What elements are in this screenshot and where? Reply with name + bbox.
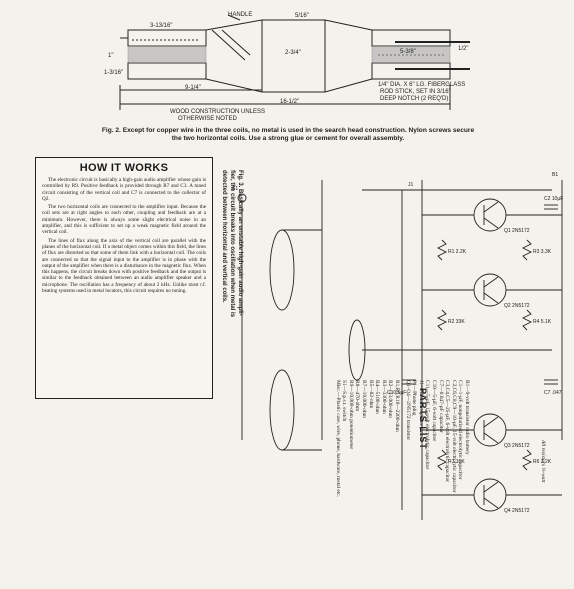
dim-5-16: 5/16" xyxy=(295,13,309,19)
rod-note-3: DEEP NOTCH (2 REQ'D) xyxy=(380,96,448,102)
r7-label: R7 10K xyxy=(448,459,465,465)
q3-label: Q3 2N5172 xyxy=(504,443,530,449)
how-it-works-title: HOW IT WORKS xyxy=(79,162,169,174)
rod-note-2: ROD STICK, SET IN 3/16" xyxy=(380,89,451,95)
part-item: R1,R6,R10—2200-ohm xyxy=(394,380,400,432)
s1-label: S1 xyxy=(232,186,238,192)
schematic-diagram: Q1 2N5172 Q2 2N5172 Q3 2N5172 Q4 2N5172 … xyxy=(232,172,563,520)
rod-note-1: 1/4" DIA. X 6" LG. FIBERGLASS xyxy=(378,82,465,88)
dim-1-2: 1/2" xyxy=(458,46,468,52)
part-item: P1—Phone plug xyxy=(411,380,418,416)
parts-list-items-2: R1,R6,R10—2200-ohm R2—33,000-ohm R3—3300… xyxy=(334,380,400,497)
how-it-works-box: HOW IT WORKS The electronic circuit is b… xyxy=(35,157,213,399)
fig3-caption-line: fier, the circuit breaks into oscillatio… xyxy=(229,170,235,318)
part-item: Misc.—Plastic case, wire, phone, hardwar… xyxy=(334,380,341,498)
dim-16-1-2: 16-1/2" xyxy=(280,99,299,105)
r1-label: R1 2.2K xyxy=(448,249,467,255)
how-it-works-paragraph: The lines of flux along the axis of the … xyxy=(42,237,206,295)
r6-label: R6 2.2K xyxy=(533,459,552,465)
fig3-caption-line: detected between horizontal and vertical… xyxy=(221,170,227,303)
c7-label: C7 .047 xyxy=(544,390,562,396)
how-it-works-paragraph: The two horizontal coils are connected t… xyxy=(42,204,206,236)
c10-label: C10 5µF xyxy=(387,390,406,396)
fig3-caption-line: Fig. 3. Basically an unstable high-gain … xyxy=(237,170,243,316)
part-item: C1—1-µF, nonpolarized electrolytic capac… xyxy=(457,380,464,480)
part-item: R7—10,000-ohm xyxy=(361,380,368,418)
handle-label: HANDLE xyxy=(228,12,252,18)
part-item: R5—82-ohm xyxy=(367,380,374,409)
resistor-note: All resistors ½-watt xyxy=(540,440,546,483)
part-item: S1—S.p.s.t. switch xyxy=(341,380,348,422)
fig2-caption: Fig. 2. Except for copper wire in the th… xyxy=(101,127,475,142)
dim-2-3-4: 2-3/4" xyxy=(285,50,301,56)
r2-label: R2 33K xyxy=(448,319,465,325)
part-item: Q1–Q4—2N5172 transistor xyxy=(404,380,411,441)
part-item: R4—5100-ohm xyxy=(374,380,381,414)
how-it-works-paragraph: The electronic circuit is basically a hi… xyxy=(42,177,206,202)
dim-1-3-16: 1-3/16" xyxy=(104,70,123,76)
q1-label: Q1 2N5172 xyxy=(504,228,530,234)
parts-list-items: B1—9-volt transistor radio battery C1—1-… xyxy=(404,380,470,492)
part-item: C10—5-µF, 6-volt capacitor xyxy=(431,380,438,442)
q4-label: Q4 2N5172 xyxy=(504,508,530,514)
part-item: R9—10,000-ohm potentiometer xyxy=(347,380,354,450)
dim-9-1-4: 9-1/4" xyxy=(185,85,201,91)
b1-label: B1 xyxy=(552,172,558,178)
part-item: C3,C4,C5—25-µF, 6-volt electrolytic capa… xyxy=(444,380,451,483)
r4-label: R4 5.1K xyxy=(533,319,552,325)
wood-note-2: OTHERWISE NOTED xyxy=(178,116,238,122)
j1-label: J1 xyxy=(408,182,414,188)
q2-label: Q2 2N5172 xyxy=(504,303,530,309)
part-item: C7—0.047-µF capacitor xyxy=(437,380,444,433)
r3-label: R3 3.3K xyxy=(533,249,552,255)
dim-3-13-16: 3-13/16" xyxy=(150,23,172,29)
part-item: C11—5-µF, 15-volt electrolytic capacitor xyxy=(424,380,431,470)
part-item: R2—33,000-ohm xyxy=(387,380,394,418)
wood-note-1: WOOD CONSTRUCTION UNLESS xyxy=(170,109,265,115)
search-head-drawing: HANDLE 3-13/16" 5/16" 1" 1-3/16" 2-3/4" … xyxy=(104,12,470,122)
part-item: C2,C6,C8,C9—10-µF, 15-volt electrolytic … xyxy=(450,380,457,493)
fig3-caption: Fig. 3. Basically an unstable high-gain … xyxy=(220,170,244,317)
c2-label: C2 10µF xyxy=(544,196,563,202)
dim-5-3-8: 5-3/8" xyxy=(400,49,416,55)
part-item: B1—9-volt transistor radio battery xyxy=(464,380,470,455)
dim-1: 1" xyxy=(108,53,113,59)
part-item: R3—3300-ohm xyxy=(380,380,387,414)
part-item: J1—Miniature phone jack xyxy=(417,380,424,437)
part-item: R8—470-ohm xyxy=(354,380,361,412)
